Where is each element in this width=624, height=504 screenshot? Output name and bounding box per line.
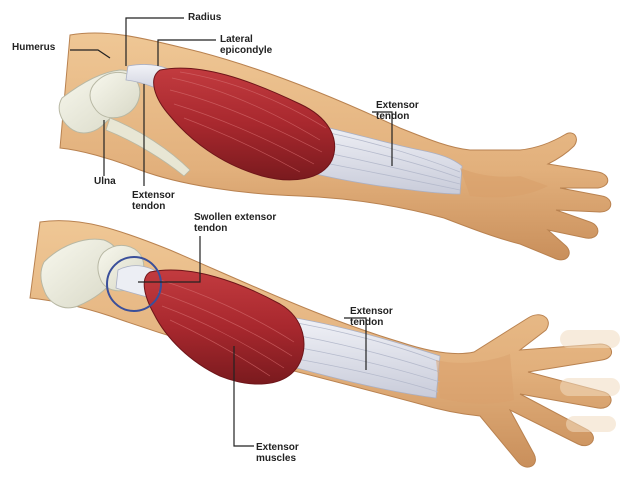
label-swollen-extensor-tendon: Swollen extensor tendon bbox=[194, 212, 276, 234]
bottom-arm bbox=[30, 221, 620, 467]
label-extensor-tendon-top-right: Extensor tendon bbox=[376, 100, 419, 122]
label-extensor-tendon-top-left: Extensor tendon bbox=[132, 190, 175, 212]
label-extensor-muscles: Extensor muscles bbox=[256, 442, 299, 464]
bottom-fingers-faded bbox=[560, 330, 620, 432]
label-lateral-epicondyle: Lateral epicondyle bbox=[220, 34, 272, 56]
bottom-extensor-muscle bbox=[144, 270, 304, 384]
label-extensor-tendon-bottom: Extensor tendon bbox=[350, 306, 393, 328]
label-humerus: Humerus bbox=[12, 42, 55, 53]
label-ulna: Ulna bbox=[94, 176, 116, 187]
label-radius: Radius bbox=[188, 12, 221, 23]
top-arm bbox=[59, 33, 611, 260]
